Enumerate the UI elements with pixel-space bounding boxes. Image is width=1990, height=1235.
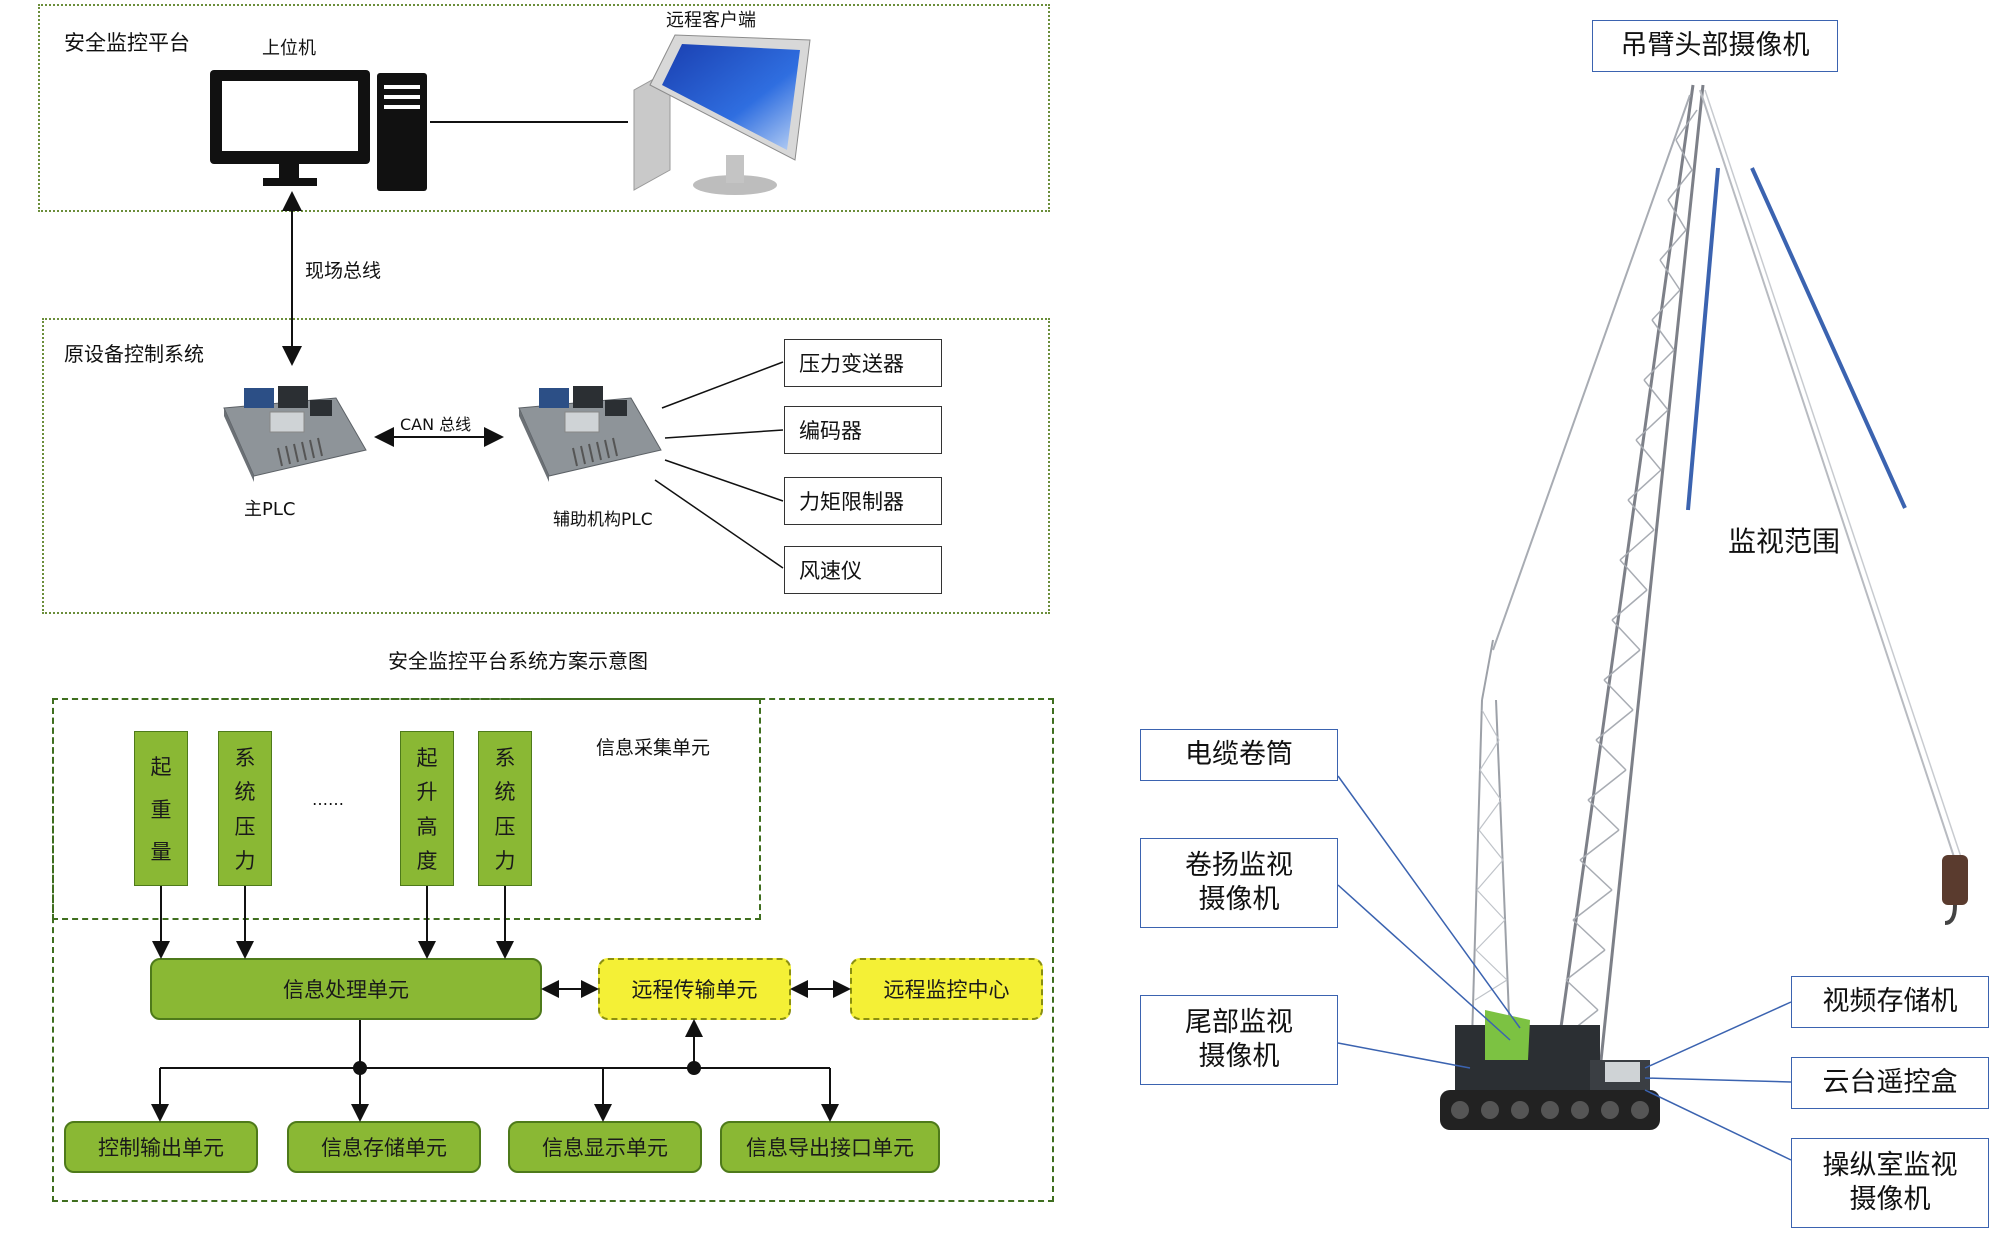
char: 统: [494, 780, 516, 805]
collection-unit-label: 信息采集单元: [596, 737, 711, 759]
char: 起: [416, 746, 438, 771]
char: 起: [150, 754, 172, 779]
label-ptz-remote-box: 云台遥控盒: [1791, 1057, 1989, 1109]
original-system-title: 原设备控制系统: [64, 342, 204, 366]
remote-monitor-center: 远程监控中心: [850, 958, 1043, 1020]
input-lift-height: 起 升 高 度: [400, 731, 454, 886]
can-bus-label: CAN 总线: [400, 415, 472, 434]
processing-unit: 信息处理单元: [150, 958, 542, 1020]
label-monitor-range: 监视范围: [1728, 525, 1841, 558]
char: 力: [234, 848, 256, 873]
host-label: 上位机: [262, 38, 316, 59]
remote-transfer-unit: 远程传输单元: [598, 958, 791, 1020]
collection-unit-frame: [52, 698, 761, 920]
remote-client-computer-icon: [633, 34, 811, 195]
original-system-frame: [42, 318, 1050, 614]
char: 度: [416, 848, 438, 873]
output-display-unit: 信息显示单元: [508, 1121, 702, 1173]
char: 高: [416, 814, 438, 839]
label-boom-head-camera: 吊臂头部摄像机: [1592, 20, 1838, 72]
char: 压: [234, 814, 256, 839]
platform-title: 安全监控平台: [64, 31, 190, 55]
aux-plc-icon: [518, 386, 662, 482]
main-plc-label: 主PLC: [244, 499, 296, 520]
platform-frame: [38, 4, 1050, 212]
char: 力: [494, 848, 516, 873]
char: 压: [494, 814, 516, 839]
input-lift-weight: 起 重 量: [134, 731, 188, 886]
sensor-box-pressure: 压力变送器: [784, 339, 942, 387]
host-computer-icon: [210, 70, 427, 191]
label-video-storage: 视频存储机: [1791, 976, 1989, 1028]
char: 系: [494, 746, 516, 771]
main-plc-icon: [223, 386, 367, 482]
label-winch-camera: 卷扬监视 摄像机: [1140, 838, 1338, 928]
output-control-unit: 控制输出单元: [64, 1121, 258, 1173]
output-export-interface-unit: 信息导出接口单元: [720, 1121, 940, 1173]
fieldbus-label: 现场总线: [305, 260, 382, 282]
system-diagram-caption: 安全监控平台系统方案示意图: [388, 649, 648, 673]
remote-client-label: 远程客户端: [666, 10, 756, 31]
label-cab-camera: 操纵室监视 摄像机: [1791, 1138, 1989, 1228]
char: 系: [234, 746, 256, 771]
char: 量: [150, 840, 172, 865]
char: 统: [234, 780, 256, 805]
label-tail-camera: 尾部监视 摄像机: [1140, 995, 1338, 1085]
sensor-box-encoder: 编码器: [784, 406, 942, 454]
sensor-box-torque-limiter: 力矩限制器: [784, 477, 942, 525]
input-ellipsis: ……: [312, 790, 344, 809]
char: 重: [150, 797, 172, 822]
aux-plc-label: 辅助机构PLC: [553, 510, 653, 530]
input-system-pressure-1: 系 统 压 力: [218, 731, 272, 886]
sensor-box-anemometer: 风速仪: [784, 546, 942, 594]
label-cable-drum: 电缆卷筒: [1140, 729, 1338, 781]
char: 升: [416, 780, 438, 805]
output-storage-unit: 信息存储单元: [287, 1121, 481, 1173]
input-system-pressure-2: 系 统 压 力: [478, 731, 532, 886]
